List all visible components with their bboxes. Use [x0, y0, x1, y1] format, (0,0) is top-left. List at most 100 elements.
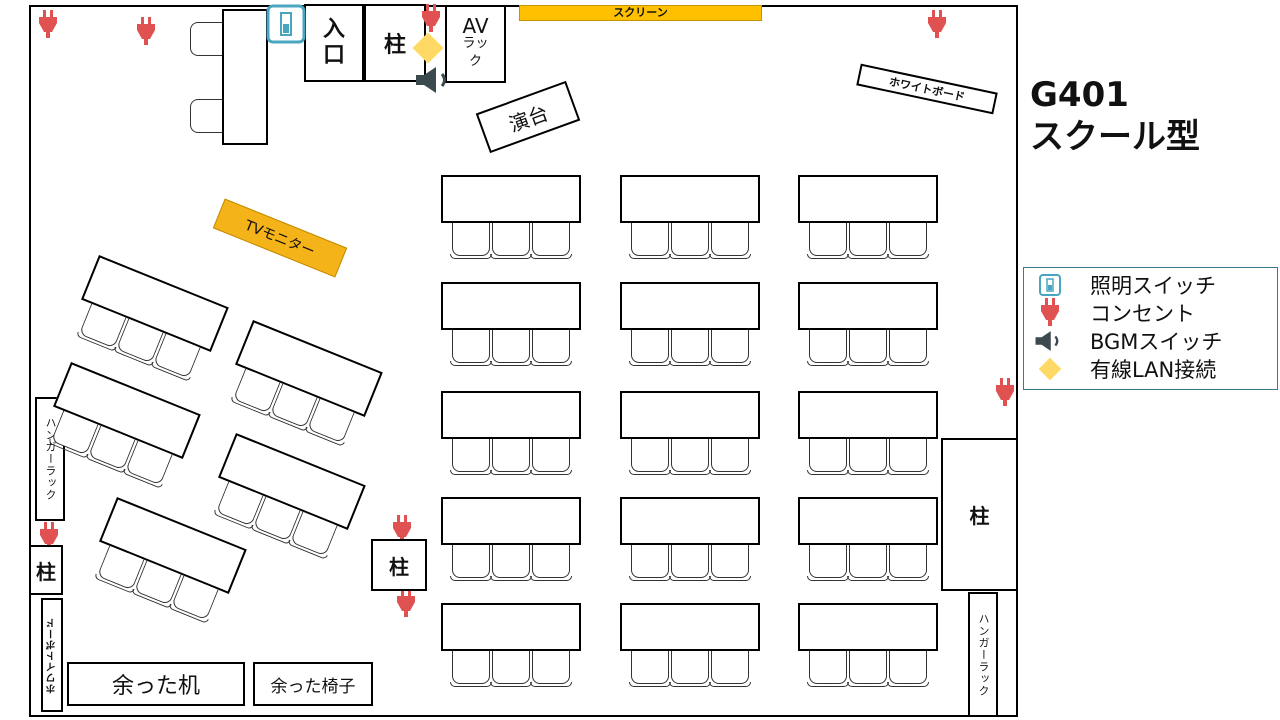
chair — [807, 330, 849, 366]
hanger-rack-right-label: ハンガーラック — [977, 612, 990, 697]
chair — [807, 545, 849, 581]
chair — [887, 545, 929, 581]
desk-with-chairs — [441, 391, 581, 475]
pillar-right: 柱 — [941, 438, 1018, 591]
speaker-icon — [414, 66, 456, 94]
chair — [807, 651, 849, 687]
power-outlet-icon — [928, 10, 946, 38]
chair — [709, 223, 751, 259]
desk-with-chairs — [798, 391, 938, 475]
screen: スクリーン — [519, 5, 762, 21]
pillar-middle: 柱 — [371, 539, 427, 591]
desk-with-chairs — [798, 175, 938, 259]
light-switch-icon — [266, 4, 306, 44]
whiteboard-left-label: ホワイトボード — [46, 616, 58, 694]
layout-type: スクール型 — [1030, 117, 1200, 157]
chair — [450, 545, 492, 581]
chair — [847, 545, 889, 581]
chair — [629, 330, 671, 366]
desk-with-chairs — [620, 603, 760, 687]
legend-item: 照明スイッチ — [1032, 271, 1269, 299]
power-outlet-icon — [996, 378, 1014, 406]
power-outlet-icon — [137, 17, 155, 45]
chair — [887, 651, 929, 687]
chair — [847, 223, 889, 259]
chair — [530, 223, 572, 259]
hanger-rack-right: ハンガーラック — [968, 592, 998, 717]
desk-with-chairs — [620, 497, 760, 581]
speaker-icon — [1032, 330, 1068, 352]
pillar-left: 柱 — [29, 545, 63, 595]
desk — [798, 282, 938, 330]
legend-item: BGMスイッチ — [1032, 327, 1269, 355]
entrance: 入 口 — [304, 4, 364, 82]
chair — [669, 330, 711, 366]
legend-label: 照明スイッチ — [1090, 274, 1216, 298]
chair — [669, 223, 711, 259]
chair — [629, 651, 671, 687]
legend-label: コンセント — [1090, 302, 1195, 326]
chair — [709, 651, 751, 687]
desk — [798, 497, 938, 545]
chair — [490, 651, 532, 687]
chair — [530, 439, 572, 475]
light-switch-icon — [1032, 274, 1068, 296]
desk-with-chairs — [441, 603, 581, 687]
entrance-label-2: 口 — [322, 43, 345, 68]
chair — [629, 223, 671, 259]
chair — [847, 330, 889, 366]
desk-with-chairs — [798, 603, 938, 687]
chair — [847, 651, 889, 687]
legend-label: 有線LAN接続 — [1090, 358, 1217, 382]
desk — [620, 391, 760, 439]
desk — [441, 603, 581, 651]
chair — [629, 545, 671, 581]
chair — [490, 330, 532, 366]
chair — [887, 439, 929, 475]
desk-with-chairs — [798, 282, 938, 366]
desk-with-chairs — [620, 391, 760, 475]
av-rack-label-1: AV — [462, 14, 489, 38]
av-rack-label-2: ラッ — [462, 36, 489, 51]
room-name: G401 — [1030, 75, 1129, 115]
desk — [620, 175, 760, 223]
spare-chairs: 余った椅子 — [253, 662, 373, 706]
diamond-icon — [1032, 357, 1068, 381]
chair — [669, 545, 711, 581]
desk-with-chairs — [441, 282, 581, 366]
power-outlet-icon — [39, 10, 57, 38]
spare-desks: 余った机 — [67, 662, 245, 706]
desk-with-chairs — [441, 497, 581, 581]
chair — [450, 223, 492, 259]
desk — [620, 497, 760, 545]
power-outlet-icon — [397, 589, 415, 617]
chair — [847, 439, 889, 475]
chair — [669, 651, 711, 687]
chair — [530, 651, 572, 687]
chair — [887, 330, 929, 366]
legend: 照明スイッチ コンセント BGMスイッチ 有線LAN接続 — [1023, 267, 1278, 390]
chair — [709, 330, 751, 366]
desk — [798, 175, 938, 223]
chair — [807, 439, 849, 475]
chair — [709, 545, 751, 581]
power-outlet-icon — [422, 4, 440, 32]
reception-chair — [190, 22, 222, 56]
chair — [490, 223, 532, 259]
chair — [530, 545, 572, 581]
chair — [669, 439, 711, 475]
chair — [629, 439, 671, 475]
desk — [620, 282, 760, 330]
av-rack-label-3: ク — [468, 54, 482, 69]
entrance-label-1: 入 — [322, 17, 345, 42]
chair — [709, 439, 751, 475]
desk — [441, 282, 581, 330]
desk — [441, 391, 581, 439]
legend-item: 有線LAN接続 — [1032, 355, 1269, 383]
legend-label: BGMスイッチ — [1090, 330, 1223, 354]
whiteboard-left: ホワイトボード — [41, 598, 63, 712]
page-title: G401 スクール型 — [1030, 74, 1200, 158]
chair — [807, 223, 849, 259]
reception-desk — [222, 9, 268, 145]
chair — [450, 651, 492, 687]
